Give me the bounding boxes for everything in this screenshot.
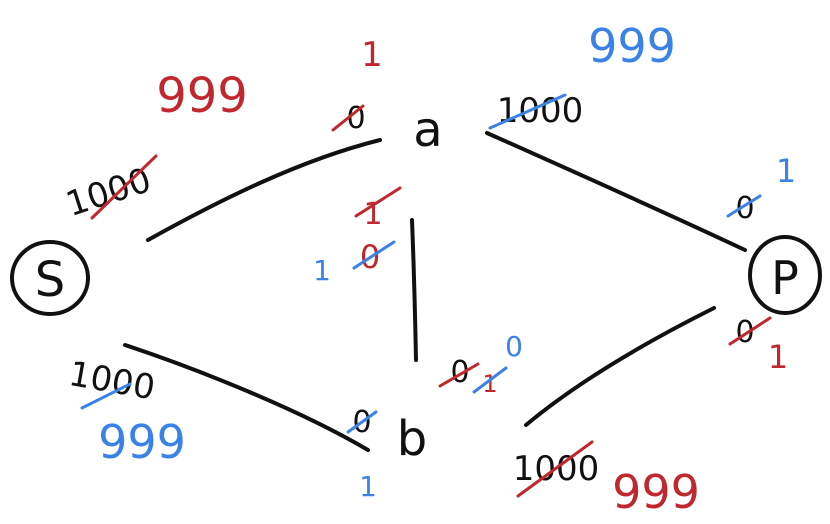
node-b: b (397, 411, 427, 467)
strike-blue-flow-s-b (346, 410, 378, 434)
flow-new-s-b: 1 (359, 470, 377, 503)
flow-red-a-b: 1 (363, 197, 382, 232)
flow-blue-a-b: 1 (313, 254, 331, 287)
capacity-original-a-t: 1000 (497, 91, 584, 131)
strike-blue-flow-a-t (726, 194, 762, 218)
node-t-label: P (771, 251, 799, 305)
edge-b-t (524, 306, 716, 427)
edge-a-b-labels: 1 0 1 (313, 186, 402, 287)
strike-red-flow-b-t (728, 316, 772, 346)
capacity-update-b-t: 999 (612, 465, 700, 519)
node-s-label: S (35, 252, 65, 308)
strike-blue-s-b (80, 382, 132, 410)
strike-red-b-t (516, 440, 594, 498)
flow-old-s-a: 0 (346, 101, 365, 136)
flow-new-s-a: 1 (361, 35, 383, 75)
node-s-circle (10, 240, 90, 316)
node-t: P (748, 235, 822, 315)
flow-new-b-t: 1 (768, 338, 788, 376)
edge-a-t-labels: 1000 999 0 1 (488, 19, 796, 226)
node-a: a (413, 102, 442, 158)
strike-blue-b-junction (472, 366, 508, 394)
strike-blue-a-b (352, 240, 396, 270)
flow-new-a-t: 1 (776, 152, 796, 190)
edge-s-a-labels: 1000 999 0 1 (61, 35, 383, 225)
node-b-label: b (397, 411, 427, 467)
node-s: S (10, 240, 90, 316)
node-t-circle (748, 235, 822, 315)
flow-old-a-t: 0 (735, 191, 754, 226)
strike-blue-a-t (488, 93, 567, 130)
flow-old-b-junction: 0 (450, 355, 469, 390)
strike-red-s-a (90, 154, 158, 220)
capacity-update-s-b: 999 (98, 415, 186, 469)
edge-s-a (146, 138, 382, 242)
edge-s-b-labels: 1000 999 0 1 (66, 354, 378, 503)
edge-s-b (123, 343, 370, 452)
edge-a-t (485, 131, 747, 252)
edge-a-b (410, 218, 418, 362)
junction-b-labels: 0 1 0 (438, 330, 523, 398)
strike-red-a-b-mark (354, 186, 402, 218)
strike-red-flow-s-a (331, 104, 365, 132)
capacity-update-a-t: 999 (588, 19, 676, 73)
edge-b-t-labels: 1000 999 0 1 (513, 315, 788, 519)
flow-blue-b-junction: 0 (505, 330, 523, 363)
node-a-label: a (413, 102, 442, 158)
capacity-update-s-a: 999 (156, 68, 248, 124)
capacity-original-s-b: 1000 (66, 354, 158, 408)
strike-red-b-junction (438, 362, 480, 388)
